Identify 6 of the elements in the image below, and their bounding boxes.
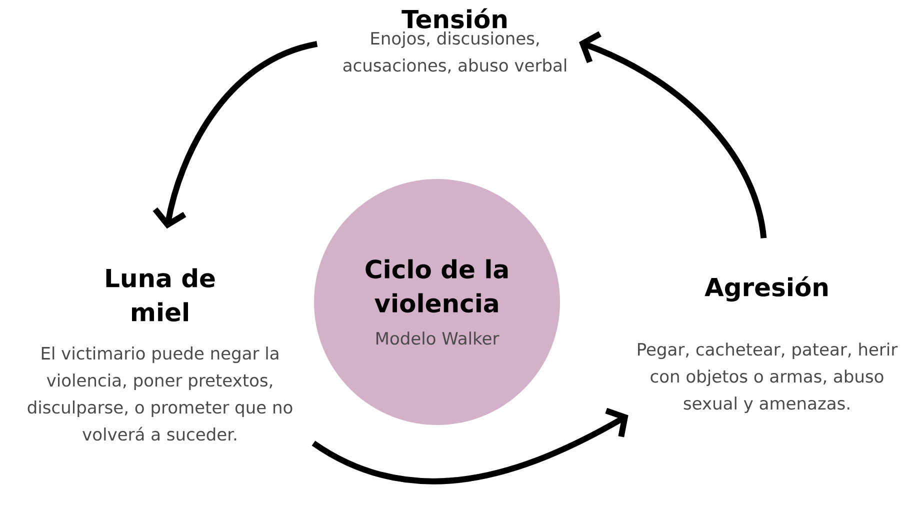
stage-text: Luna de miel El victimario puede negar la violencia, poner pretextos, disculparse, o prometer que no volverá a suceder. [28,268,292,441]
curved-arrow [152,41,318,229]
stage-text: Agresión Pegar, cachetear, patear, herir con objetos o armas, abuso sexual y amenazas. [638,276,898,414]
stage-text: Tensión Enojos, discusiones, acusaciones, abuso verbal [343,8,566,74]
curved-arrow [312,408,628,484]
curved-arrow [578,31,767,239]
